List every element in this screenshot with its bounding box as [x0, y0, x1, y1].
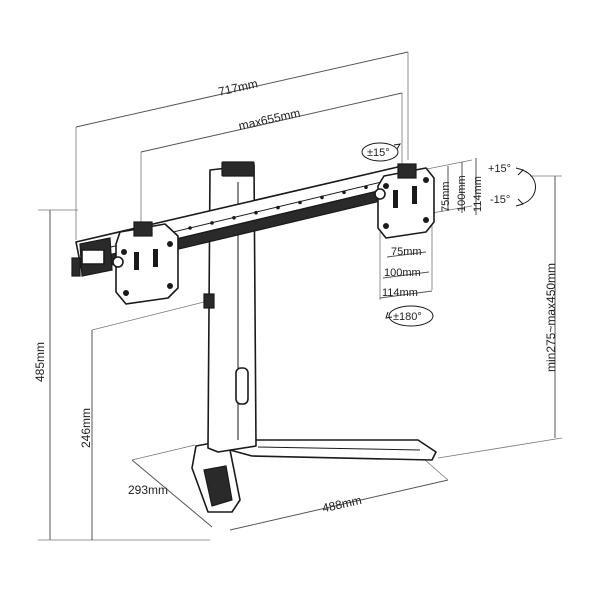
vesa-plate-right — [374, 163, 435, 239]
vesa-plate-left — [112, 221, 179, 305]
crossbar-hole — [298, 200, 302, 205]
label-vesa-114-h: 114mm — [382, 287, 418, 299]
label-pole-height: 246mm — [79, 408, 93, 448]
dimension-485: 485mm — [33, 209, 210, 541]
crossbar-hole — [276, 205, 280, 210]
label-tilt-down: -15° — [490, 194, 510, 206]
label-rotate: ±180° — [393, 311, 422, 323]
label-overall-width: 717mm — [217, 76, 259, 98]
stand-base — [191, 439, 437, 513]
label-tilt-up: +15° — [488, 163, 511, 175]
crossbar-hole — [364, 185, 368, 189]
label-max-span: max655mm — [237, 106, 301, 133]
vesa-horizontal-dims: 75mm 100mm 114mm — [379, 224, 433, 300]
crossbar-hole — [254, 210, 258, 215]
label-vesa-75-v: 75mm — [440, 181, 452, 212]
crossbar-hole — [342, 190, 346, 195]
vesa-vertical-dims: 75mm 100mm 114mm — [421, 158, 484, 215]
label-base-depth: 293mm — [128, 483, 168, 497]
crossbar-hole — [210, 221, 214, 225]
label-height-adjust: min275~max450mm — [544, 263, 558, 372]
dimension-293: 293mm — [128, 444, 213, 528]
crossbar-hole — [320, 195, 324, 200]
label-swivel: ±15° — [367, 147, 390, 159]
tilt-indicator: +15° -15° — [488, 163, 536, 207]
label-base-width: 488mm — [321, 493, 363, 515]
label-vesa-100-v: 100mm — [456, 175, 468, 212]
dimension-488: 488mm — [229, 459, 449, 531]
rotate-indicator: ±180° — [385, 305, 434, 327]
crossbar-hole — [232, 216, 236, 220]
dimension-246: 246mm — [79, 299, 213, 540]
label-total-height: 485mm — [33, 342, 47, 382]
swivel-indicator: ±15° — [361, 142, 401, 162]
label-vesa-100-h: 100mm — [384, 267, 421, 279]
label-vesa-114-v: 114mm — [472, 176, 484, 212]
crossbar-hole — [188, 226, 192, 230]
dimension-275-450: min275~max450mm — [437, 175, 563, 459]
label-vesa-75-h: 75mm — [391, 246, 422, 258]
